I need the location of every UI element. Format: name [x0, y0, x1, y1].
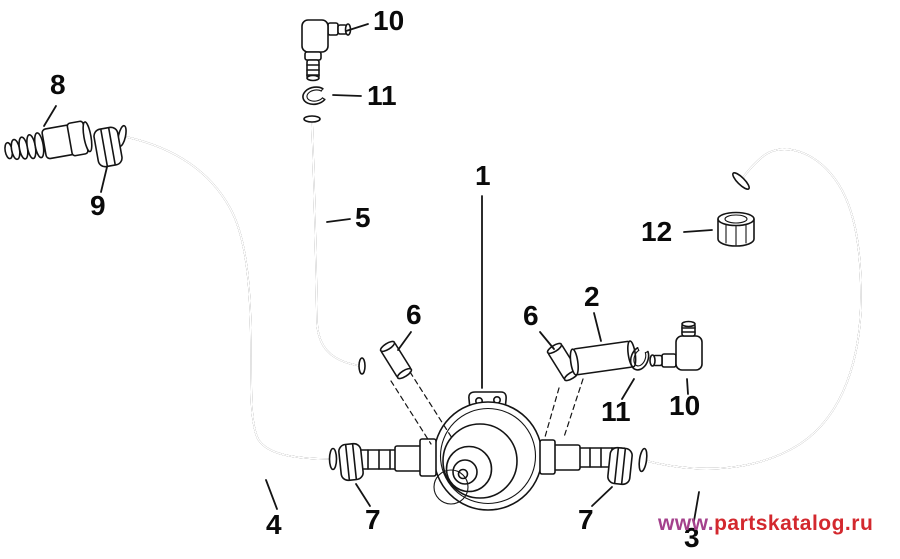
tube-part2: [569, 340, 637, 376]
callout-6-right: 6: [523, 300, 539, 331]
clamp-part7-left: [338, 442, 364, 482]
callout-1: 1: [475, 160, 491, 191]
callout-2: 2: [584, 281, 600, 312]
pump-left-port: [353, 438, 437, 477]
clamp-part7-right: [607, 446, 633, 486]
hose-clip-part11-right: [629, 346, 650, 371]
hose-3: [638, 148, 862, 473]
watermark-prefix: www.: [658, 512, 715, 535]
callout-10-top: 10: [373, 5, 405, 36]
callout-10-right: 10: [669, 390, 701, 421]
elbow-fitting-part10-top: [301, 19, 352, 82]
callout-7-left: 7: [365, 504, 381, 535]
clamp-part9: [93, 126, 123, 168]
leader-lines: [43, 23, 713, 522]
hose-clip-part11-top: [302, 86, 326, 106]
callout-9: 9: [90, 190, 106, 221]
hose-4: [117, 124, 338, 471]
callout-3: 3: [684, 522, 700, 553]
elbow-fitting-part10-right: [649, 320, 703, 371]
sleeve-part6-left: [379, 340, 413, 380]
callout-12: 12: [641, 216, 673, 247]
callout-11-right: 11: [601, 396, 631, 427]
ribbed-connector-part8: [4, 120, 93, 161]
watermark: www.partskatalog.ru: [658, 512, 873, 536]
watermark-domain: partskatalog.ru: [714, 512, 874, 535]
callout-5: 5: [355, 202, 371, 233]
pump-assembly-part1: [433, 391, 543, 511]
hose-5: [303, 115, 366, 375]
callout-7-right: 7: [578, 504, 594, 535]
callout-11-top: 11: [367, 80, 397, 111]
callout-6-left: 6: [406, 299, 422, 330]
callout-8: 8: [50, 69, 66, 100]
callout-4: 4: [266, 509, 282, 540]
assembly-guide-lines: [390, 371, 584, 445]
cap-part12: [717, 211, 755, 247]
